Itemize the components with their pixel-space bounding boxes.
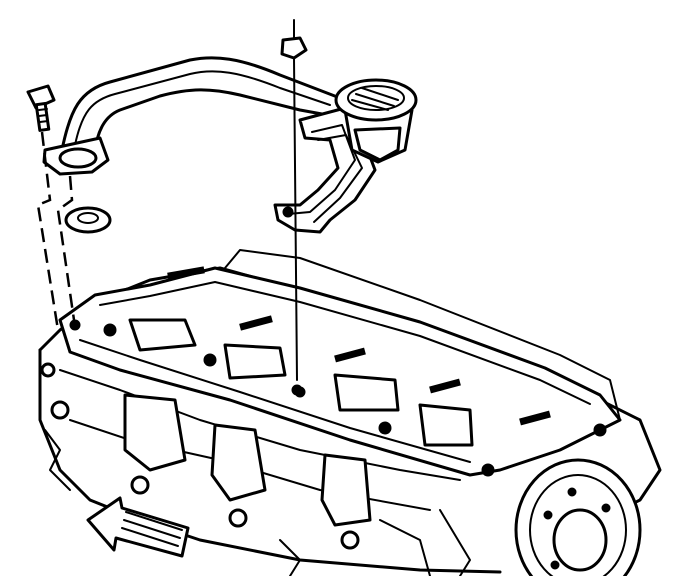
oil-fill-cap: [334, 78, 418, 164]
oil-fill-tube: [42, 56, 357, 176]
alignment-lines: [36, 131, 76, 331]
crankshaft-pulley: [514, 458, 642, 576]
seal-gasket: [64, 206, 112, 234]
bracket-nut: [280, 19, 308, 396]
camshaft-cover: [58, 249, 622, 477]
cylinder-head: [38, 266, 662, 576]
tube-bolt: [26, 84, 56, 132]
front-direction-arrow: [86, 496, 190, 558]
